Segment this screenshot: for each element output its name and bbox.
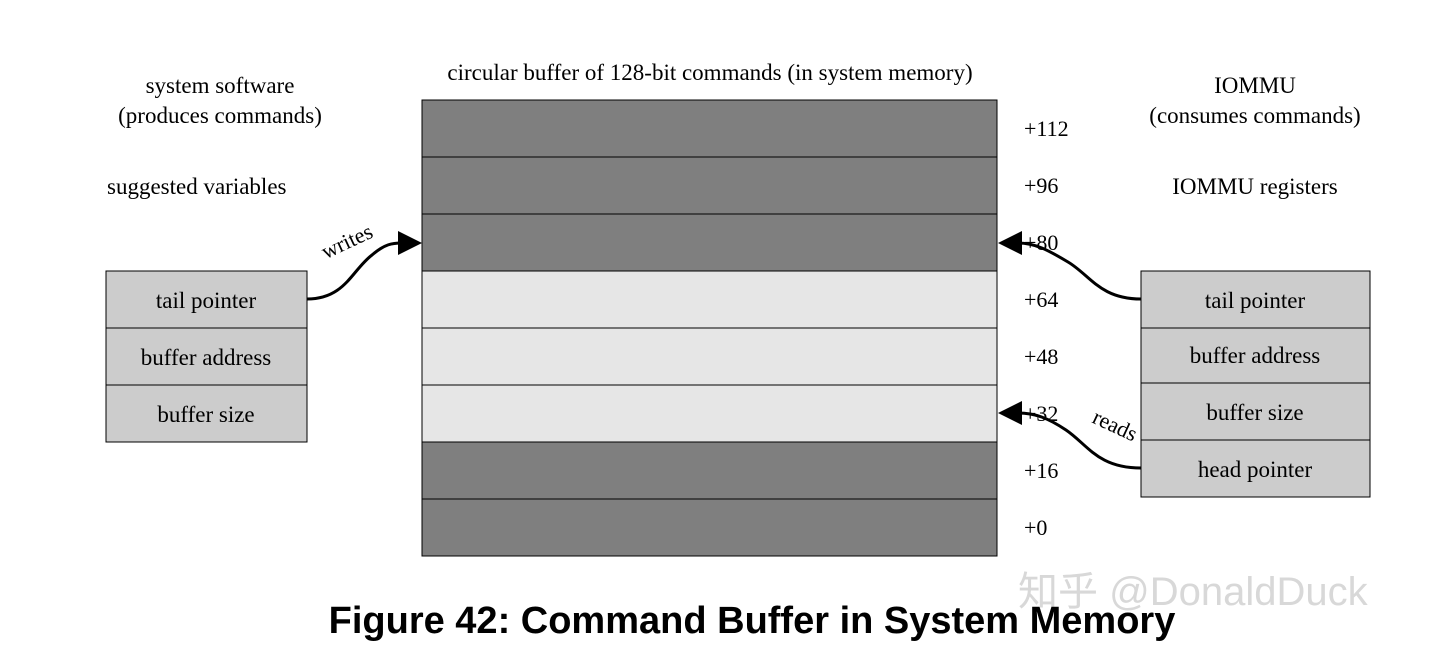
iommu-buffer-size: buffer size <box>1206 400 1303 425</box>
iommu-registers-label: IOMMU registers <box>1172 174 1337 199</box>
watermark: 知乎 @DonaldDuck <box>1018 570 1369 614</box>
iommu-tail-pointer: tail pointer <box>1205 288 1306 313</box>
register-box <box>105 270 308 329</box>
reads-label: reads <box>1089 404 1142 446</box>
writes-arrowhead-icon <box>398 231 422 255</box>
buffer-title: circular buffer of 128-bit commands (in … <box>447 60 972 85</box>
arrows <box>306 241 1142 470</box>
offset-label: +112 <box>1024 116 1069 141</box>
offset-labels: +112 +96 +80 +64 +48 +32 +16 +0 <box>1024 116 1069 540</box>
iommu-title: IOMMU <box>1214 73 1296 98</box>
buffer-slot <box>421 99 998 158</box>
register-box <box>1140 270 1371 329</box>
reads-arrow <box>1017 411 1142 470</box>
buffer-slot <box>421 441 998 500</box>
iommu-buffer-address: buffer address <box>1190 343 1321 368</box>
register-box <box>1140 439 1371 498</box>
sw-buffer-size: buffer size <box>157 402 254 427</box>
system-software-subtitle: (produces commands) <box>118 103 322 128</box>
tail-arrowhead-icon <box>998 231 1022 255</box>
suggested-variables-label: suggested variables <box>107 174 287 199</box>
system-software-panel: system software (produces commands) sugg… <box>105 73 322 443</box>
buffer-slot <box>421 213 998 272</box>
sw-buffer-address: buffer address <box>141 345 272 370</box>
system-software-title: system software <box>146 73 295 98</box>
buffer-slot <box>421 384 998 443</box>
buffer-slot <box>421 327 998 386</box>
offset-label: +80 <box>1024 230 1058 255</box>
arrowheads <box>398 231 1022 425</box>
offset-label: +16 <box>1024 458 1058 483</box>
tail-arrow <box>1017 241 1142 301</box>
buffer-slot <box>421 270 998 329</box>
iommu-panel: IOMMU (consumes commands) IOMMU register… <box>1140 73 1371 498</box>
offset-label: +48 <box>1024 344 1058 369</box>
buffer-slot <box>421 156 998 215</box>
reads-arrowhead-icon <box>998 401 1022 425</box>
circular-buffer <box>421 99 998 557</box>
offset-label: +64 <box>1024 287 1058 312</box>
figure-caption: Figure 42: Command Buffer in System Memo… <box>329 600 1176 642</box>
offset-label: +96 <box>1024 173 1058 198</box>
register-box <box>105 327 308 386</box>
register-box <box>105 384 308 443</box>
iommu-subtitle: (consumes commands) <box>1149 103 1360 128</box>
writes-arrow <box>306 241 403 301</box>
sw-tail-pointer: tail pointer <box>156 288 257 313</box>
buffer-slot <box>421 498 998 557</box>
iommu-head-pointer: head pointer <box>1198 457 1313 482</box>
offset-label: +0 <box>1024 515 1047 540</box>
